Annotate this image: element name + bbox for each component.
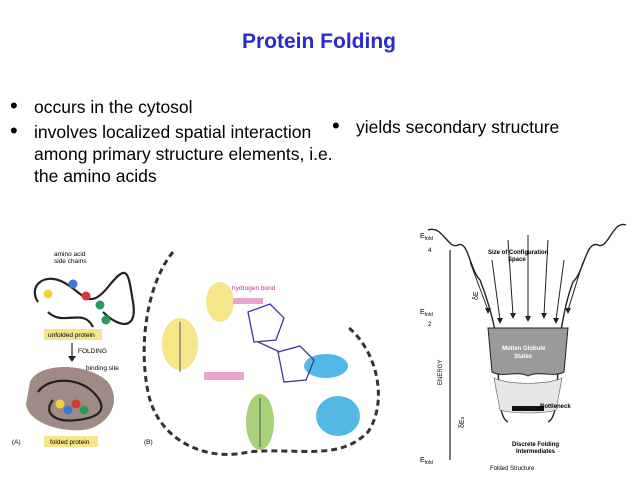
side-chain-dot <box>63 405 73 415</box>
panel-label-b: (B) <box>144 439 153 446</box>
arrowheads <box>485 308 571 324</box>
bullet-list-left: occurs in the cytosol involves localized… <box>8 95 338 190</box>
side-chain-dot <box>101 315 111 325</box>
label-efold4: Efold <box>420 233 433 242</box>
highlight-blue <box>304 354 348 378</box>
side-chain-dot <box>55 399 65 409</box>
folding-arrowhead <box>68 356 76 362</box>
label-bottleneck: Bottleneck <box>540 404 571 410</box>
label-efold2: Efold <box>420 309 433 318</box>
highlight-blue <box>316 396 360 436</box>
molten-globule-band <box>487 327 569 377</box>
bullet-item: involves localized spatial interaction a… <box>8 120 338 187</box>
label-binding-site: binding site <box>86 365 119 372</box>
backbone-dashed <box>142 251 380 456</box>
folded-label-box <box>44 436 98 447</box>
label-config-space-2: Space <box>508 257 526 263</box>
downward-arrows <box>469 235 584 321</box>
bond-line <box>257 341 281 353</box>
highlight-pink <box>233 298 263 304</box>
side-chain-dot <box>43 289 53 299</box>
bullet-list-right: yields secondary structure <box>330 115 630 141</box>
label-hydrogen-bond: hydrogen bond <box>232 285 276 292</box>
side-chain-dot <box>71 399 81 409</box>
label-molten-2: States <box>514 354 533 360</box>
label-amino-acid: amino acid <box>54 251 86 258</box>
folded-chain <box>37 379 103 422</box>
label-efold: Efold <box>420 457 433 466</box>
side-chain-dot <box>95 300 105 310</box>
label-side-chains: side chains <box>54 258 87 265</box>
energy-funnel-diagram: Efold 4 Efold 2 Efold Size of Configurat… <box>420 223 627 472</box>
highlight-pink <box>204 372 244 380</box>
unfolded-chain <box>33 271 135 328</box>
funnel-left-wall <box>427 228 509 423</box>
bottleneck-bar <box>512 406 544 411</box>
label-unfolded-protein: unfolded protein <box>48 332 95 339</box>
label-discrete-2: Intermediates <box>516 449 556 455</box>
side-chain-dot <box>79 405 89 415</box>
protein-folding-figure: amino acid side chains unfolded protein … <box>12 251 380 456</box>
bullet-item: occurs in the cytosol <box>8 95 338 118</box>
label-molten-1: Molten Globule <box>502 346 546 352</box>
label-folded-structure: Folded Structure <box>490 466 535 472</box>
side-chain-dot <box>68 279 78 289</box>
highlight-yellow <box>206 282 234 322</box>
label-folded-protein: folded protein <box>50 439 90 446</box>
label-discrete-1: Discrete Folding <box>512 442 559 448</box>
side-chain-dot <box>81 291 91 301</box>
label-folding: FOLDING <box>78 348 107 355</box>
panel-label-a: (A) <box>12 439 21 446</box>
label-delta-e: δE <box>473 291 480 300</box>
label-config-space-1: Size of Configuration <box>488 250 549 256</box>
funnel-right-wall <box>547 223 627 423</box>
bullet-item: yields secondary structure <box>330 115 630 138</box>
label-efold4-n: 4 <box>428 248 432 254</box>
ring-structure <box>247 303 315 383</box>
lower-funnel <box>493 377 563 414</box>
label-delta-es: δEs <box>459 416 466 428</box>
label-energy-axis: ENERGY <box>438 360 444 385</box>
slide-title: Protein Folding <box>242 30 396 53</box>
label-efold2-n: 2 <box>428 322 432 328</box>
unfolded-label-box <box>44 329 102 340</box>
